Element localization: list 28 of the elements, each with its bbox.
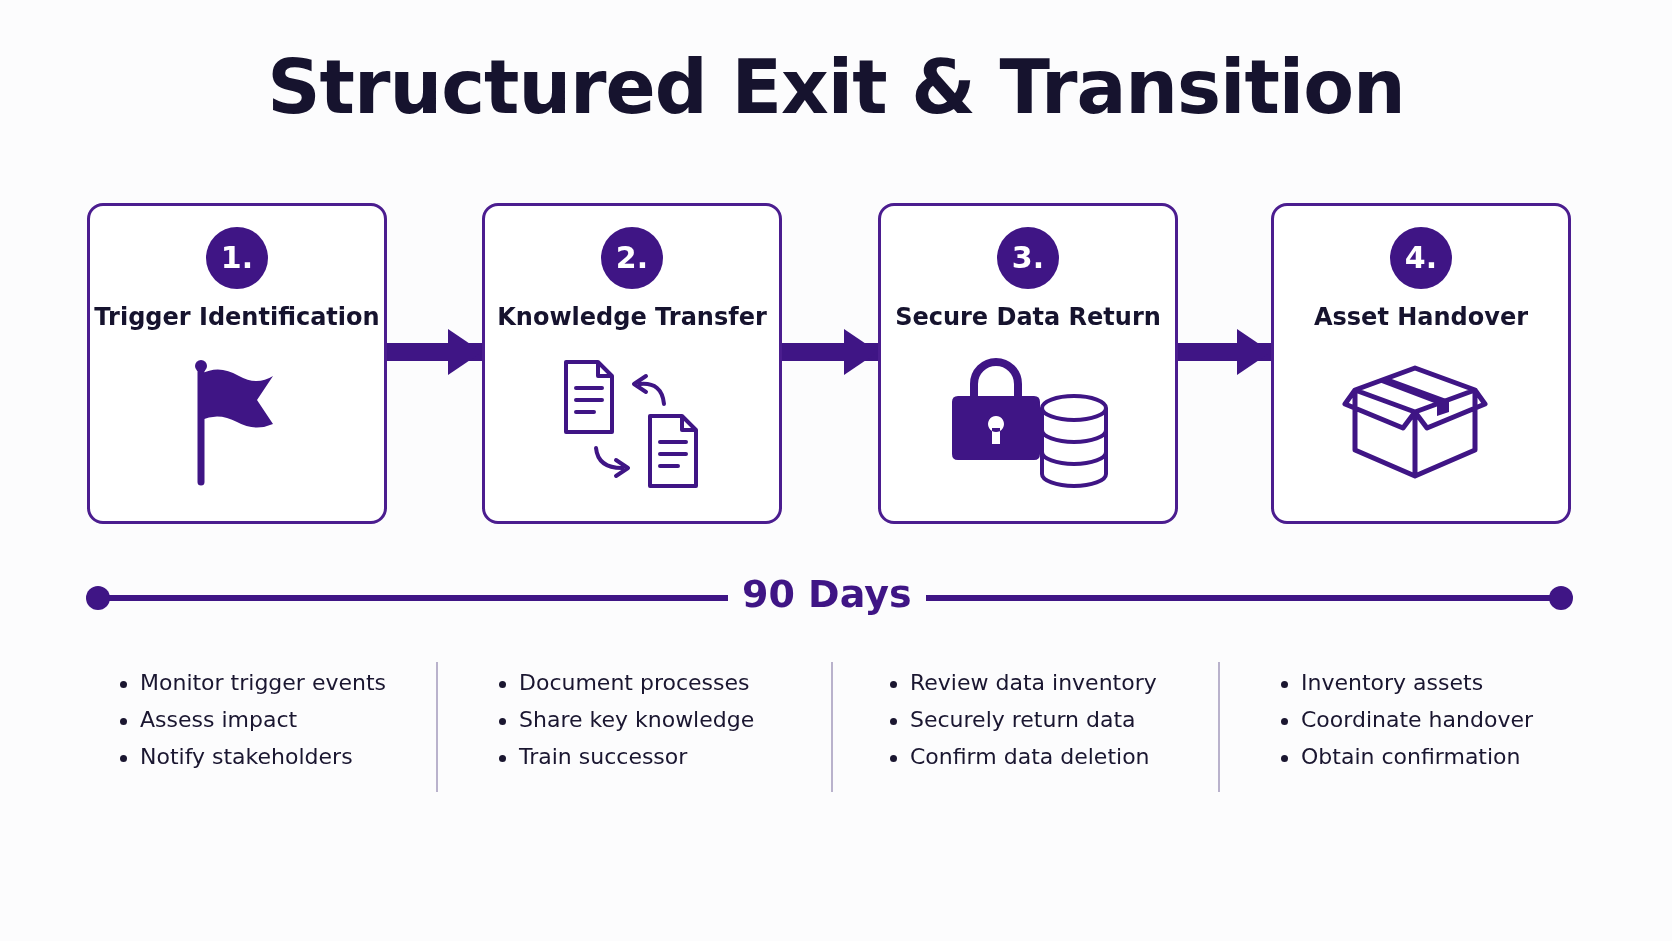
step-number-badge: 3. bbox=[997, 227, 1059, 289]
list-item: Confirm data deletion bbox=[910, 744, 1150, 769]
step-title: Trigger Identification bbox=[94, 303, 380, 331]
list-item: Monitor trigger events bbox=[140, 670, 387, 695]
step-number-badge: 1. bbox=[206, 227, 268, 289]
list-item: Train successor bbox=[519, 744, 688, 769]
step-number-badge: 4. bbox=[1390, 227, 1452, 289]
list-item: Obtain confirmation bbox=[1301, 744, 1521, 769]
step-card bbox=[482, 203, 782, 524]
list-item: Document processes bbox=[519, 670, 750, 695]
list-item: Securely return data bbox=[910, 707, 1136, 732]
arrow bbox=[782, 329, 878, 375]
list-item: Inventory assets bbox=[1301, 670, 1484, 695]
step-title: Secure Data Return bbox=[895, 303, 1161, 331]
arrow bbox=[387, 329, 482, 375]
title: Structured Exit & Transition bbox=[267, 44, 1405, 130]
step-number-badge: 2. bbox=[601, 227, 663, 289]
step-card bbox=[87, 203, 387, 524]
list-item: Share key knowledge bbox=[519, 707, 755, 732]
step-title: Knowledge Transfer bbox=[497, 303, 767, 331]
list-item: Notify stakeholders bbox=[140, 744, 353, 769]
list-item: Coordinate handover bbox=[1301, 707, 1533, 732]
list-item: Assess impact bbox=[140, 707, 298, 732]
step-card bbox=[1271, 203, 1571, 524]
arrow bbox=[1178, 329, 1271, 375]
step-card bbox=[878, 203, 1178, 524]
list-item: Review data inventory bbox=[910, 670, 1157, 695]
step-title: Asset Handover bbox=[1313, 303, 1528, 331]
